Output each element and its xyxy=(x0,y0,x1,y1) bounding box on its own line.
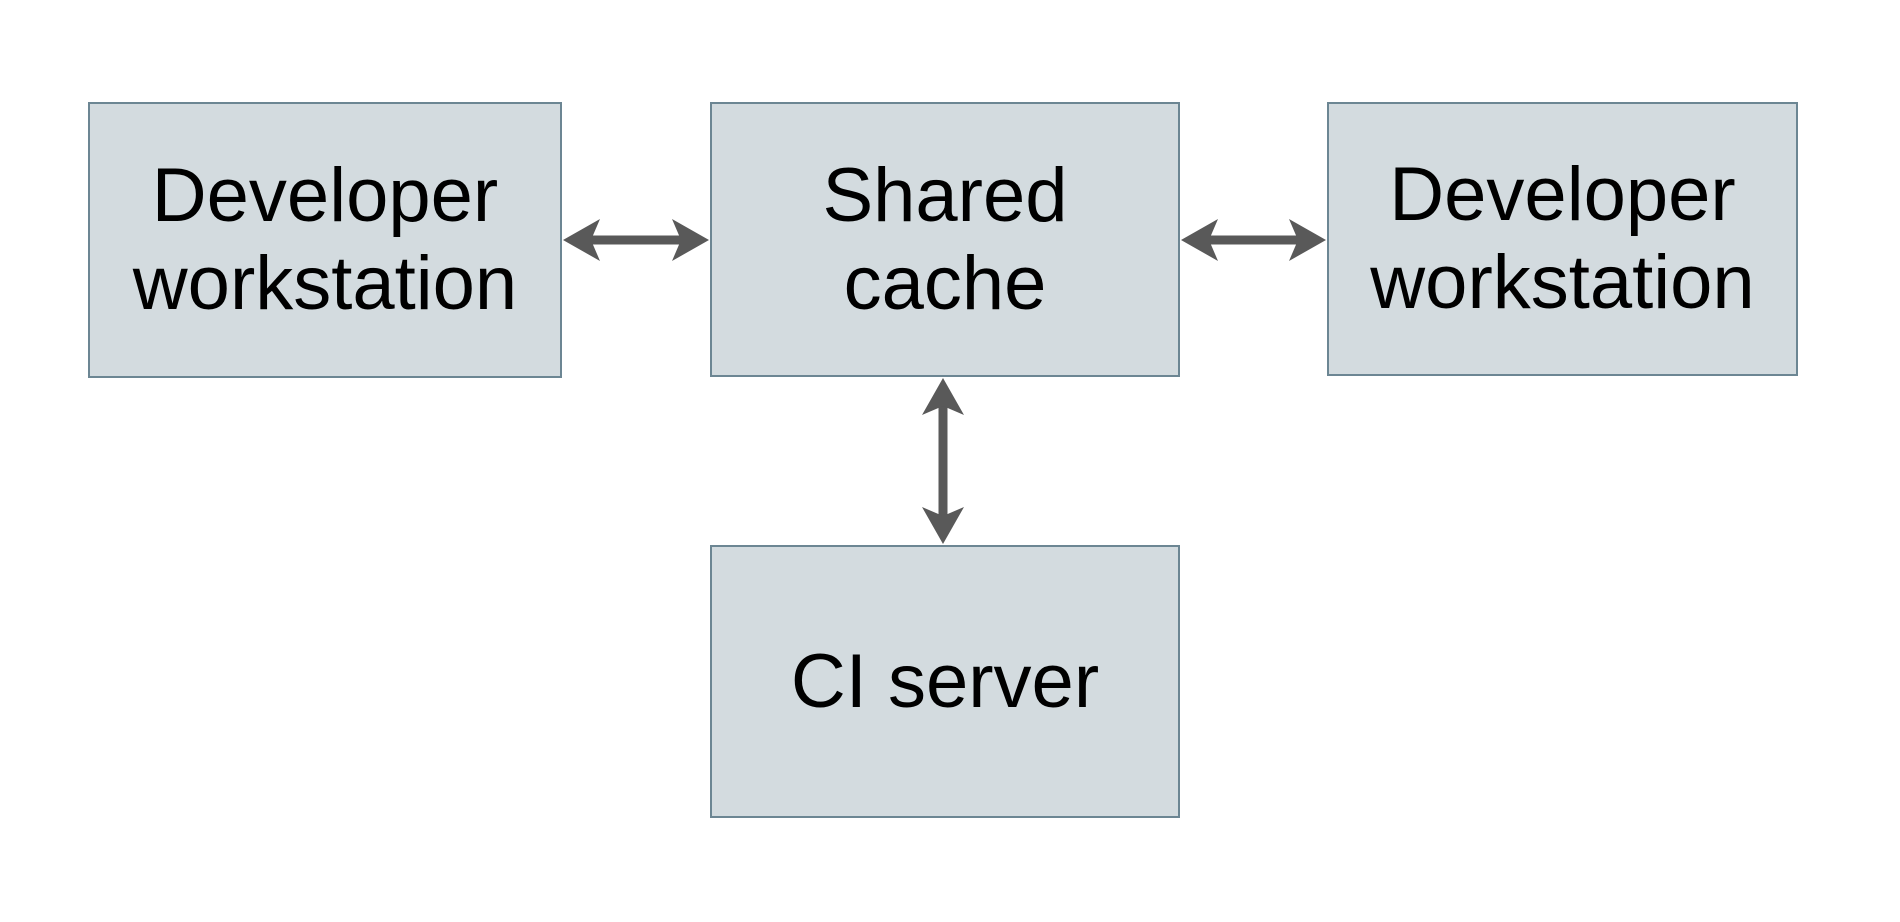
arrowhead-right-icon xyxy=(672,219,709,261)
node-label-line: CI server xyxy=(790,638,1100,724)
node-label-line: Shared xyxy=(822,152,1068,238)
arrowhead-left-icon xyxy=(563,219,600,261)
node-label-line: Developer xyxy=(151,153,499,238)
arrowhead-down-icon xyxy=(922,507,964,544)
node-label-line: workstation xyxy=(1370,240,1755,325)
node-developer-workstation-right: Developer workstation xyxy=(1327,102,1798,376)
arrowhead-up-icon xyxy=(922,378,964,415)
node-label-line: workstation xyxy=(132,241,518,326)
node-label-line: Developer xyxy=(1389,152,1736,237)
arrowhead-right-icon xyxy=(1289,219,1326,261)
node-shared-cache: Shared cache xyxy=(710,102,1180,377)
edge-devleft-sharedcache xyxy=(563,219,709,261)
edge-sharedcache-devright xyxy=(1181,219,1326,261)
edge-sharedcache-ciserver xyxy=(922,378,964,544)
node-ci-server: CI server xyxy=(710,545,1180,818)
node-developer-workstation-left: Developer workstation xyxy=(88,102,562,378)
node-label-line: cache xyxy=(843,240,1047,326)
arrowhead-left-icon xyxy=(1181,219,1218,261)
